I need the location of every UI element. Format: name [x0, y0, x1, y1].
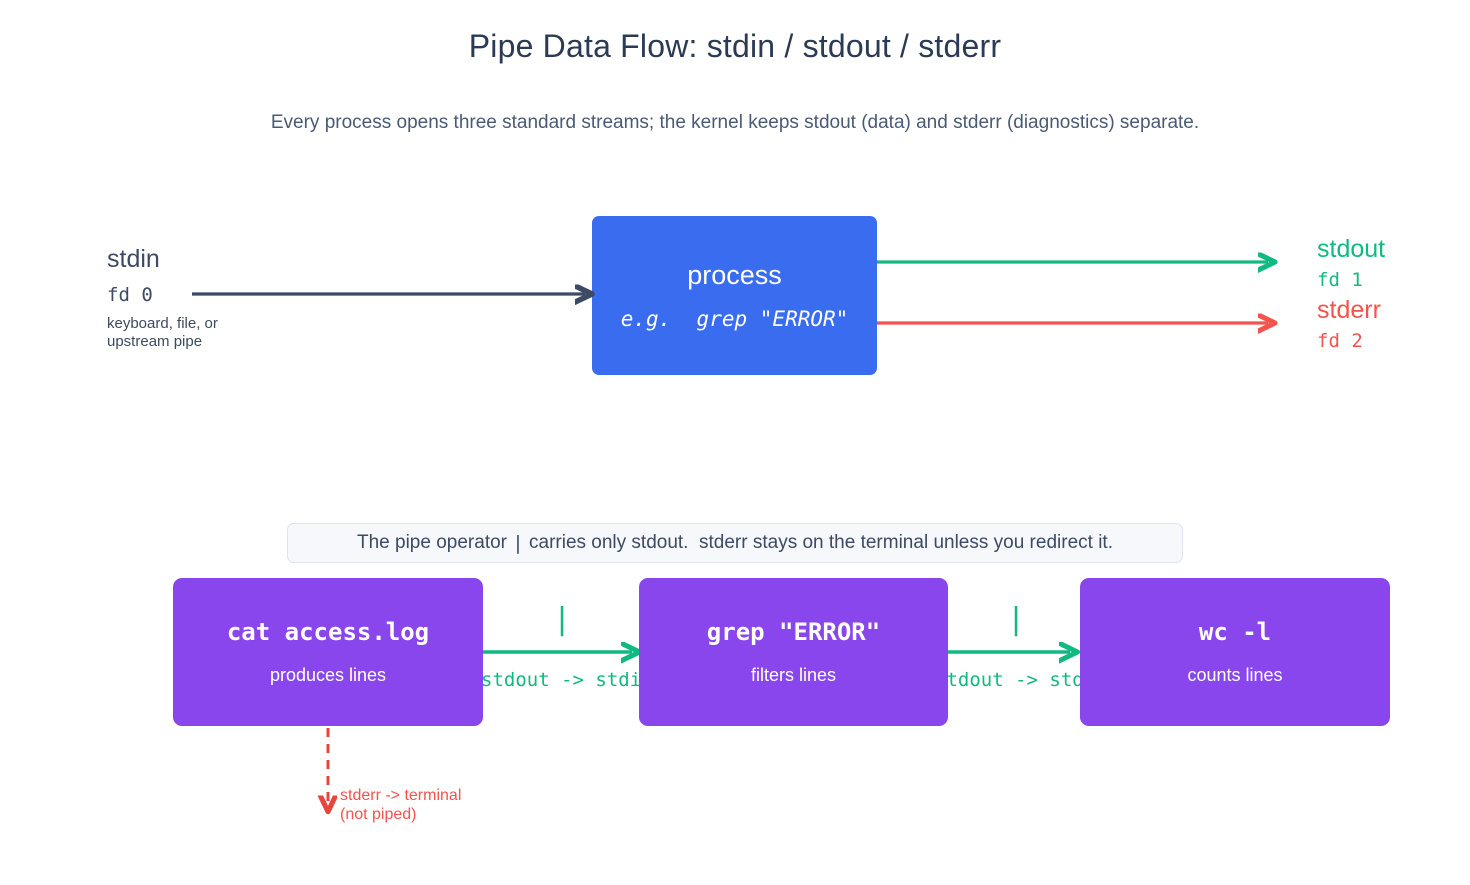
stderr-label: stderr	[1317, 296, 1381, 324]
process-example: e.g. grep "ERROR"	[620, 306, 849, 331]
connector-label-1: stdout -> stdin	[481, 669, 653, 691]
command-box-grep[interactable]: grep "ERROR" filters lines	[639, 578, 948, 726]
stderr-branch-label: stderr -> terminal (not piped)	[340, 787, 462, 824]
process-box[interactable]: process e.g. grep "ERROR"	[592, 216, 877, 375]
page-subtitle: Every process opens three standard strea…	[270, 112, 1200, 133]
stdout-label: stdout	[1317, 235, 1386, 263]
note-text-after: carries only stdout. stderr stays on the…	[523, 532, 1113, 553]
command-box-cat[interactable]: cat access.log produces lines	[173, 578, 483, 726]
stdin-label: stdin	[107, 245, 160, 273]
page-title: Pipe Data Flow: stdin / stdout / stderr	[468, 28, 1002, 64]
command-description: produces lines	[269, 665, 387, 685]
command-description: filters lines	[750, 665, 837, 685]
note-text-before: The pipe operator	[357, 532, 513, 553]
stdin-fd-label: fd 0	[107, 284, 153, 306]
pipe-operator-glyph-2: |	[1007, 602, 1026, 637]
pipe-operator-glyph-1: |	[553, 602, 572, 637]
command-label: cat access.log	[226, 618, 430, 646]
stdout-fd-label: fd 1	[1317, 269, 1363, 291]
command-label: grep "ERROR"	[706, 618, 881, 646]
stderr-fd-label: fd 2	[1317, 330, 1363, 352]
command-box-wc[interactable]: wc -l counts lines	[1080, 578, 1390, 726]
command-description: counts lines	[1187, 665, 1283, 685]
stdin-source-note: keyboard, file, or upstream pipe	[107, 315, 218, 350]
note-pipe-glyph: |	[512, 532, 524, 554]
command-label: wc -l	[1198, 618, 1272, 646]
pipe-operator-note: The pipe operator | carries only stdout.…	[287, 523, 1183, 563]
process-title: process	[687, 259, 782, 290]
